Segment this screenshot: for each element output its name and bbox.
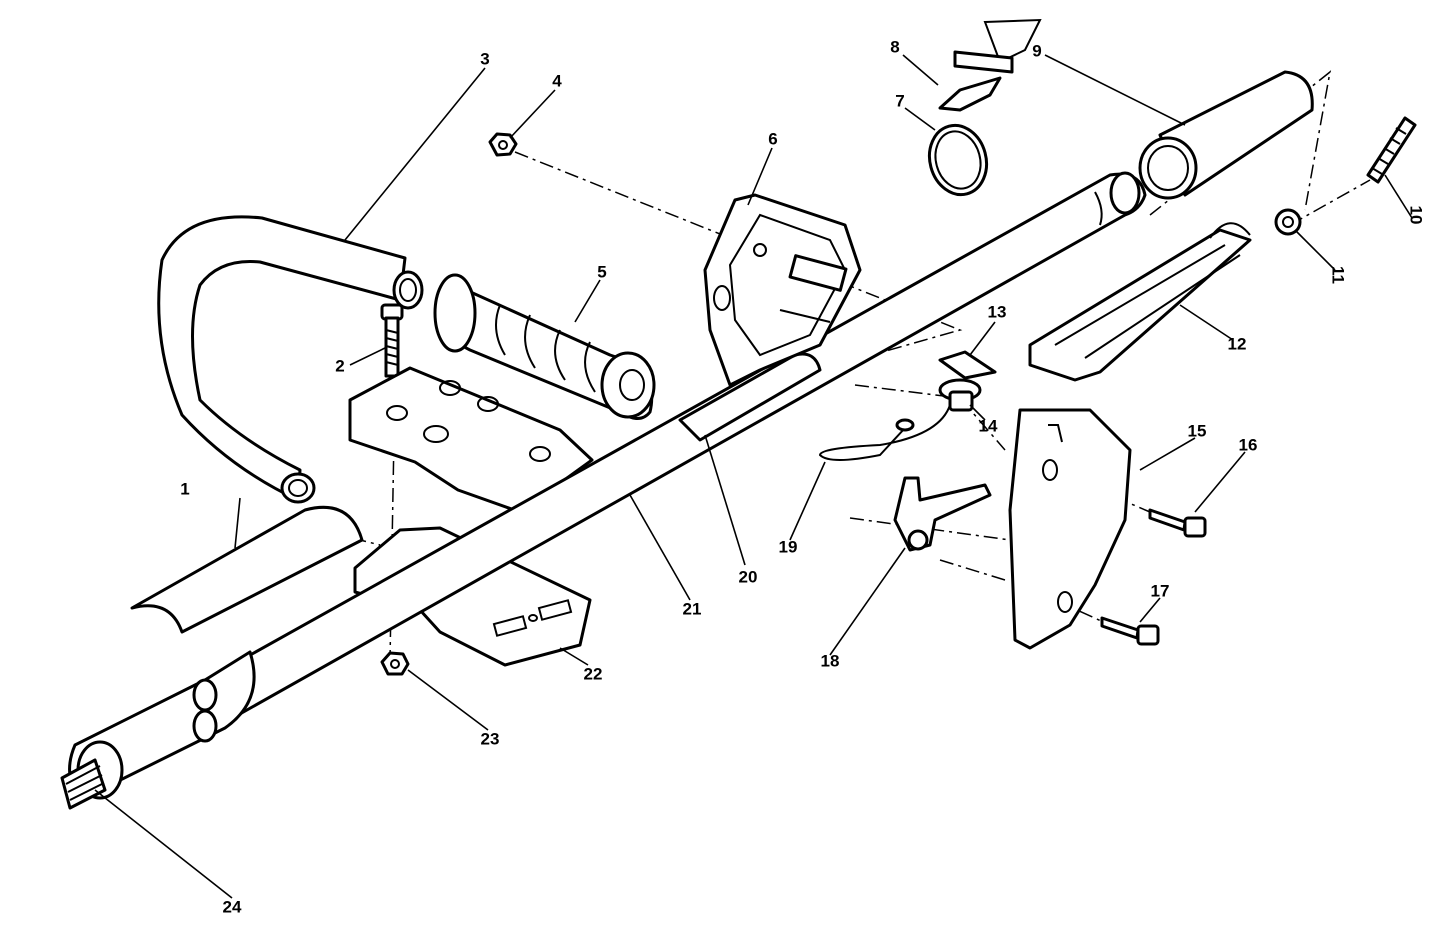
callout-2: 2 — [335, 356, 344, 375]
callout-11: 11 — [1329, 266, 1348, 284]
callout-16: 16 — [1239, 435, 1258, 454]
part-17-screw — [1100, 616, 1160, 646]
part-9-tube — [1138, 70, 1314, 200]
callout-10: 10 — [1407, 206, 1426, 225]
part-21-shaft — [78, 171, 1147, 802]
part-12-rail — [1028, 222, 1252, 382]
part-13-cap — [938, 350, 997, 380]
callout-4: 4 — [552, 71, 562, 90]
callout-9: 9 — [1032, 41, 1041, 60]
callout-22: 22 — [584, 664, 603, 683]
part-1-half-sleeve — [130, 505, 364, 634]
callout-15: 15 — [1188, 421, 1207, 440]
part-18-trigger — [893, 476, 992, 552]
part-7-ring — [927, 123, 989, 197]
part-6-housing — [703, 193, 862, 387]
callout-12: 12 — [1228, 334, 1247, 353]
part-14-switch — [938, 378, 982, 412]
callout-20: 20 — [739, 567, 758, 586]
callout-21: 21 — [683, 599, 702, 618]
part-16-screw — [1148, 508, 1207, 538]
part-11-washer — [1274, 208, 1302, 236]
callout-17: 17 — [1151, 581, 1170, 600]
part-3-loop-handle — [157, 215, 424, 504]
callout-8: 8 — [890, 37, 899, 56]
callout-14: 14 — [979, 416, 998, 435]
part-15-plate — [1008, 408, 1132, 650]
part-24-spline — [60, 758, 107, 810]
part-10-spring — [1366, 116, 1417, 184]
callout-18: 18 — [821, 651, 840, 670]
part-23-nut — [380, 651, 410, 676]
callout-7: 7 — [895, 91, 904, 110]
callout-1: 1 — [180, 479, 189, 498]
callout-3: 3 — [480, 49, 489, 68]
callout-23: 23 — [481, 729, 500, 748]
part-19-wire — [818, 404, 951, 461]
part-2-bolt — [380, 303, 404, 378]
callout-numbers: 1 2 3 4 5 6 7 8 9 10 11 12 13 14 15 16 1… — [180, 37, 1425, 916]
leader-lines — [94, 54, 1413, 899]
callout-5: 5 — [597, 262, 606, 281]
callout-6: 6 — [768, 129, 777, 148]
callout-24: 24 — [223, 897, 242, 916]
part-4-nut — [488, 132, 518, 157]
callout-19: 19 — [779, 537, 798, 556]
part-8-clip — [938, 18, 1042, 112]
callout-13: 13 — [988, 302, 1007, 321]
part-5-grip — [433, 273, 656, 420]
